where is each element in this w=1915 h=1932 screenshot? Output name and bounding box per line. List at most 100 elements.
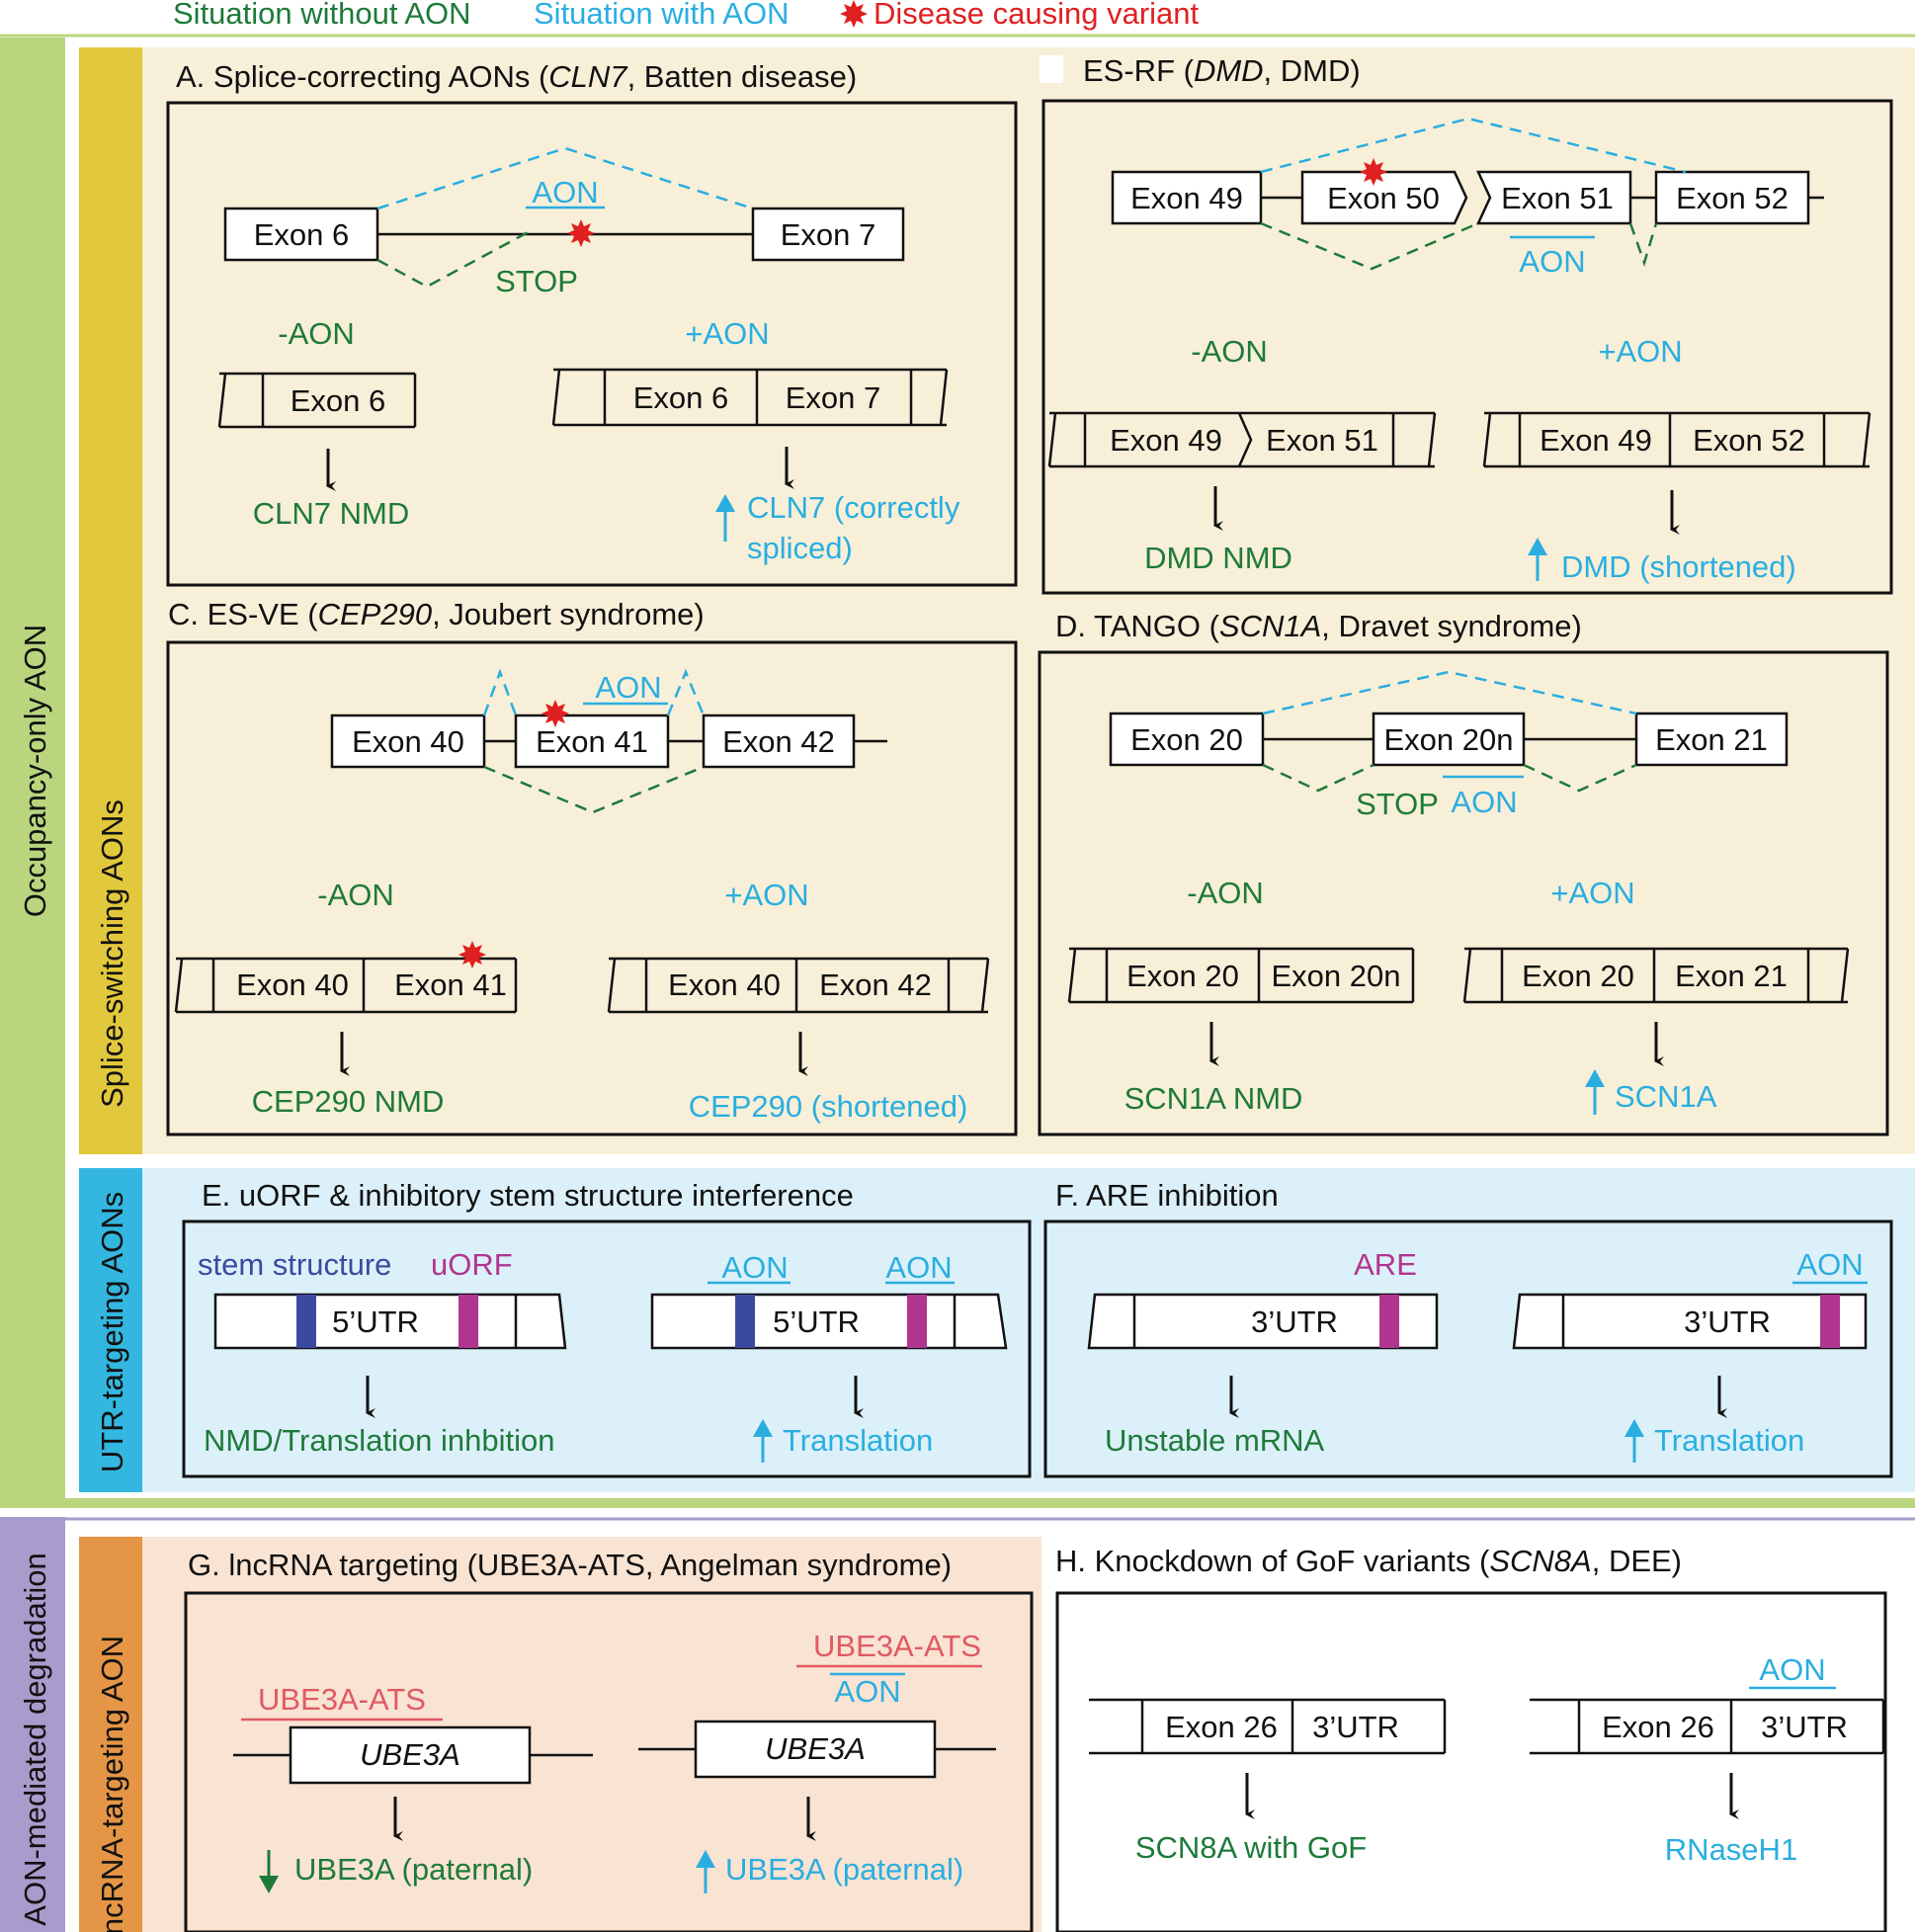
svg-text:5’UTR: 5’UTR xyxy=(332,1304,419,1339)
panel-a-outcome-minus: CLN7 NMD xyxy=(253,496,409,531)
ube3a-gene: UBE3A xyxy=(360,1737,460,1772)
uorf-mark xyxy=(458,1295,478,1348)
stem-structure-mark xyxy=(296,1295,316,1348)
exon-41: Exon 41 xyxy=(536,724,648,759)
panel-g-outcome-minus: UBE3A (paternal) xyxy=(294,1852,533,1887)
svg-text:Exon 51: Exon 51 xyxy=(1266,423,1378,458)
group-utr-label: UTR-targeting AONs xyxy=(95,1192,129,1472)
exon-49: Exon 49 xyxy=(1130,181,1243,215)
svg-text:3’UTR: 3’UTR xyxy=(1761,1710,1848,1744)
plus-aon-label: +AON xyxy=(685,316,769,351)
svg-text:Exon 42: Exon 42 xyxy=(819,967,932,1002)
svg-text:Exon 20: Exon 20 xyxy=(1522,959,1634,993)
svg-text:Exon 40: Exon 40 xyxy=(236,967,349,1002)
svg-text:3’UTR: 3’UTR xyxy=(1251,1304,1338,1339)
svg-text:AON: AON xyxy=(1519,244,1585,279)
ube3a-ats-label: UBE3A-ATS xyxy=(258,1682,426,1717)
svg-text:STOP: STOP xyxy=(1356,787,1439,821)
svg-text:+AON: +AON xyxy=(724,878,808,912)
legend: Situation without AON Situation with AON… xyxy=(173,0,1200,31)
panel-f-outcome-plus: Translation xyxy=(1654,1423,1804,1458)
svg-text:AON: AON xyxy=(834,1674,900,1709)
panel-c-outcome-plus: CEP290 (shortened) xyxy=(689,1089,968,1124)
svg-text:UBE3A: UBE3A xyxy=(765,1731,866,1766)
group-lnc-label: lncRNA-targeting AON xyxy=(95,1636,129,1932)
svg-text:-AON: -AON xyxy=(1187,876,1264,910)
svg-text:Exon 41: Exon 41 xyxy=(394,967,507,1002)
panel-g-outcome-plus: UBE3A (paternal) xyxy=(725,1852,963,1887)
variant-star-icon xyxy=(458,941,486,968)
degradation-band xyxy=(0,1517,65,1932)
panel-b: ES-RF (DMD, DMD) Exon 49 Exon 50 Exon 51… xyxy=(1040,53,1893,595)
svg-text:Exon 7: Exon 7 xyxy=(786,380,881,415)
minus-aon-label: -AON xyxy=(278,316,355,351)
svg-text:Exon 6: Exon 6 xyxy=(291,383,386,418)
panel-f-title: F. ARE inhibition xyxy=(1055,1178,1279,1213)
svg-text:Exon 20n: Exon 20n xyxy=(1272,959,1401,993)
svg-text:Exon 49: Exon 49 xyxy=(1540,423,1652,458)
panel-h: H. Knockdown of GoF variants (SCN8A, DEE… xyxy=(1055,1544,1887,1932)
stop-label: STOP xyxy=(495,264,578,298)
exon-50: Exon 50 xyxy=(1327,181,1440,215)
exon-42: Exon 42 xyxy=(722,724,835,759)
svg-text:AON: AON xyxy=(1451,785,1517,819)
exon-52: Exon 52 xyxy=(1676,181,1789,215)
uorf-label: uORF xyxy=(431,1247,513,1282)
variant-star-icon xyxy=(1360,158,1387,186)
panel-c-title: C. ES-VE (CEP290, Joubert syndrome) xyxy=(168,597,705,631)
are-label: ARE xyxy=(1354,1247,1417,1282)
lnc-band xyxy=(79,1537,142,1932)
panel-f-outcome-minus: Unstable mRNA xyxy=(1105,1423,1325,1458)
svg-text:Exon 26: Exon 26 xyxy=(1602,1710,1714,1744)
svg-text:AON: AON xyxy=(595,670,661,705)
splice-band xyxy=(79,47,142,1154)
panel-c: C. ES-VE (CEP290, Joubert syndrome) Exon… xyxy=(166,597,1018,1136)
panel-a-outcome-plus: CLN7 (correctly xyxy=(747,490,960,525)
panel-g: G. lncRNA targeting (UBE3A-ATS, Angelman… xyxy=(184,1548,1034,1932)
svg-text:+AON: +AON xyxy=(1598,334,1682,369)
stem-structure-label: stem structure xyxy=(198,1247,391,1282)
svg-text:3’UTR: 3’UTR xyxy=(1312,1710,1399,1744)
svg-text:-AON: -AON xyxy=(1191,334,1268,369)
variant-star-icon xyxy=(567,219,595,247)
svg-text:spliced): spliced) xyxy=(747,531,853,565)
utr-band xyxy=(79,1168,142,1492)
up-arrow-icon xyxy=(753,1419,773,1437)
svg-text:Exon 49: Exon 49 xyxy=(1110,423,1222,458)
panel-b-outcome-plus: DMD (shortened) xyxy=(1561,549,1796,584)
panel-e-outcome-minus: NMD/Translation inhbition xyxy=(204,1423,555,1458)
variant-star-icon xyxy=(541,700,569,727)
legend-variant: Disease causing variant xyxy=(874,0,1200,31)
svg-text:+AON: +AON xyxy=(1550,876,1634,910)
up-arrow-icon xyxy=(1624,1419,1644,1437)
panel-h-outcome-plus: RNaseH1 xyxy=(1665,1832,1797,1867)
svg-text:AON: AON xyxy=(885,1250,952,1285)
svg-text:Exon 21: Exon 21 xyxy=(1675,959,1788,993)
up-arrow-icon xyxy=(696,1850,715,1868)
panel-d-outcome-minus: SCN1A NMD xyxy=(1124,1081,1303,1116)
panel-a-title: A. Splice-correcting AONs (CLN7, Batten … xyxy=(176,59,857,94)
panel-h-title: H. Knockdown of GoF variants (SCN8A, DEE… xyxy=(1055,1544,1682,1578)
occupancy-band xyxy=(0,38,65,1508)
panel-d-outcome-plus: SCN1A xyxy=(1615,1079,1717,1114)
svg-text:-AON: -AON xyxy=(317,878,394,912)
svg-text:Exon 6: Exon 6 xyxy=(633,380,729,415)
exon-6: Exon 6 xyxy=(254,217,350,252)
panel-g-title: G. lncRNA targeting (UBE3A-ATS, Angelman… xyxy=(188,1548,952,1582)
legend-with-aon: Situation with AON xyxy=(534,0,789,31)
aon-label: AON xyxy=(532,175,598,210)
svg-text:AON: AON xyxy=(1759,1652,1825,1687)
up-arrow-icon xyxy=(1585,1069,1605,1087)
panel-h-outcome-minus: SCN8A with GoF xyxy=(1135,1830,1367,1865)
svg-text:5’UTR: 5’UTR xyxy=(773,1304,860,1339)
exon-21: Exon 21 xyxy=(1655,722,1768,757)
svg-text:AON: AON xyxy=(721,1250,788,1285)
legend-without-aon: Situation without AON xyxy=(173,0,471,31)
splice-panel xyxy=(142,47,1915,1154)
panel-f: F. ARE inhibition ARE 3’UTR AON 3’UTR Un… xyxy=(1043,1178,1893,1478)
panel-a: A. Splice-correcting AONs (CLN7, Batten … xyxy=(166,59,1018,587)
svg-text:Exon 52: Exon 52 xyxy=(1693,423,1805,458)
exon-20: Exon 20 xyxy=(1130,722,1243,757)
